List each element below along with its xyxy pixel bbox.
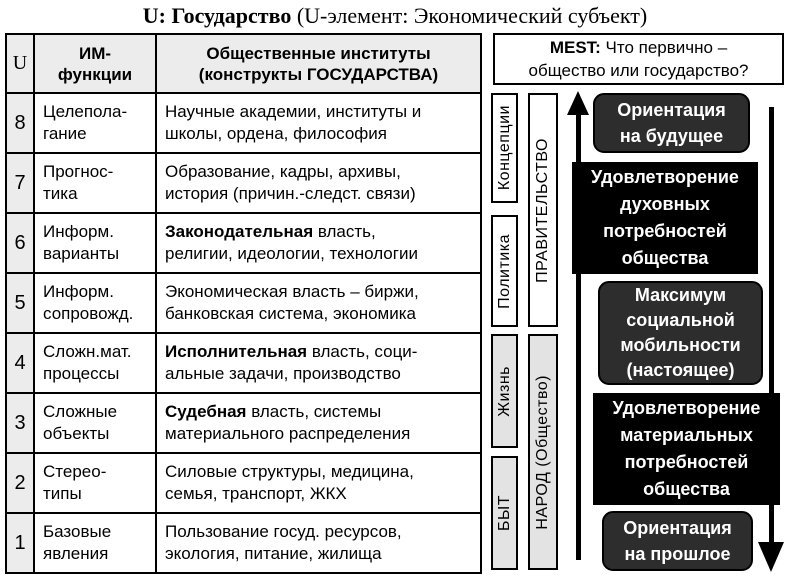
box-social-mobility: Максимум социальной мобильности (настоящ… [598,281,763,385]
im-function-cell: Стерео- типы [33,452,157,514]
im-function-cell: Сложн.мат. процессы [33,332,157,394]
table-row-7: 7 Прогнос- тика Образование, кадры, архи… [5,152,482,214]
table-row-1: 1 Базовые явления Пользование госуд. рес… [5,512,482,574]
page-title: U: Государство (U-элемент: Экономический… [0,2,790,30]
up-arrow-shaft [576,112,581,560]
table-row-4: 4 Сложн.мат. процессы Исполнительная вла… [5,332,482,394]
state-functions-table: U ИМ- функции Общественные институты (ко… [5,33,482,574]
table-row-5: 5 Информ. сопровожд. Экономическая власт… [5,272,482,334]
strip-concepts: Концепции [491,93,518,203]
institutes-cell: Законодательная власть, религии, идеолог… [155,212,482,274]
row-number: 1 [5,512,35,574]
up-arrow-icon [567,91,589,115]
row-number: 5 [5,272,35,334]
institutes-cell: Образование, кадры, архивы, история (при… [155,152,482,214]
table-row-6: 6 Информ. варианты Законодательная власт… [5,212,482,274]
institutes-cell: Исполнительная власть, соци- альные зада… [155,332,482,394]
im-function-cell: Информ. сопровожд. [33,272,157,334]
page-title-bold: U: Государство [142,3,292,28]
institutes-cell: Судебная власть, системы материального р… [155,392,482,454]
box-past-orientation: Ориентация на прошлое [602,511,753,571]
strip-government: ПРАВИТЕЛЬСТВО [528,93,558,327]
table-header-row: U ИМ- функции Общественные институты (ко… [5,33,482,94]
institutes-cell: Пользование госуд. ресурсов, экология, п… [155,512,482,574]
im-function-cell: Базовые явления [33,512,157,574]
row-number: 4 [5,332,35,394]
institutes-cell: Экономическая власть – биржи, банковская… [155,272,482,334]
row-number: 8 [5,92,35,154]
col-header-im-functions: ИМ- функции [33,33,157,94]
strip-people-society: НАРОД (Общество) [528,334,558,570]
mest-question-header: MEST: Что первично – общество или госуда… [493,33,784,85]
im-function-cell: Информ. варианты [33,212,157,274]
row-number: 3 [5,392,35,454]
down-arrow-shaft [769,107,774,545]
table-row-3: 3 Сложные объекты Судебная власть, систе… [5,392,482,454]
box-material-needs: Удовлетворение материальных потребностей… [593,393,780,505]
im-function-cell: Прогнос- тика [33,152,157,214]
col-header-u: U [5,33,35,94]
row-number: 7 [5,152,35,214]
strip-life: Жизнь [491,334,518,448]
table-row-2: 2 Стерео- типы Силовые структуры, медици… [5,452,482,514]
box-spiritual-needs: Удовлетворение духовных потребностей общ… [572,162,758,274]
strip-byt: БЫТ [491,456,518,570]
row-number: 2 [5,452,35,514]
page-title-subtitle: (U-элемент: Экономический субъект) [291,3,648,28]
im-function-cell: Сложные объекты [33,392,157,454]
institutes-cell: Силовые структуры, медицина, семья, тран… [155,452,482,514]
box-future-orientation: Ориентация на будущее [593,93,750,153]
institutes-cell: Научные академии, институты и школы, орд… [155,92,482,154]
table-row-8: 8 Целепола- гание Научные академии, инст… [5,92,482,154]
col-header-institutes: Общественные институты (конструкты ГОСУД… [155,33,482,94]
strip-politics: Политика [491,215,518,327]
row-number: 6 [5,212,35,274]
down-arrow-icon [758,542,784,572]
im-function-cell: Целепола- гание [33,92,157,154]
